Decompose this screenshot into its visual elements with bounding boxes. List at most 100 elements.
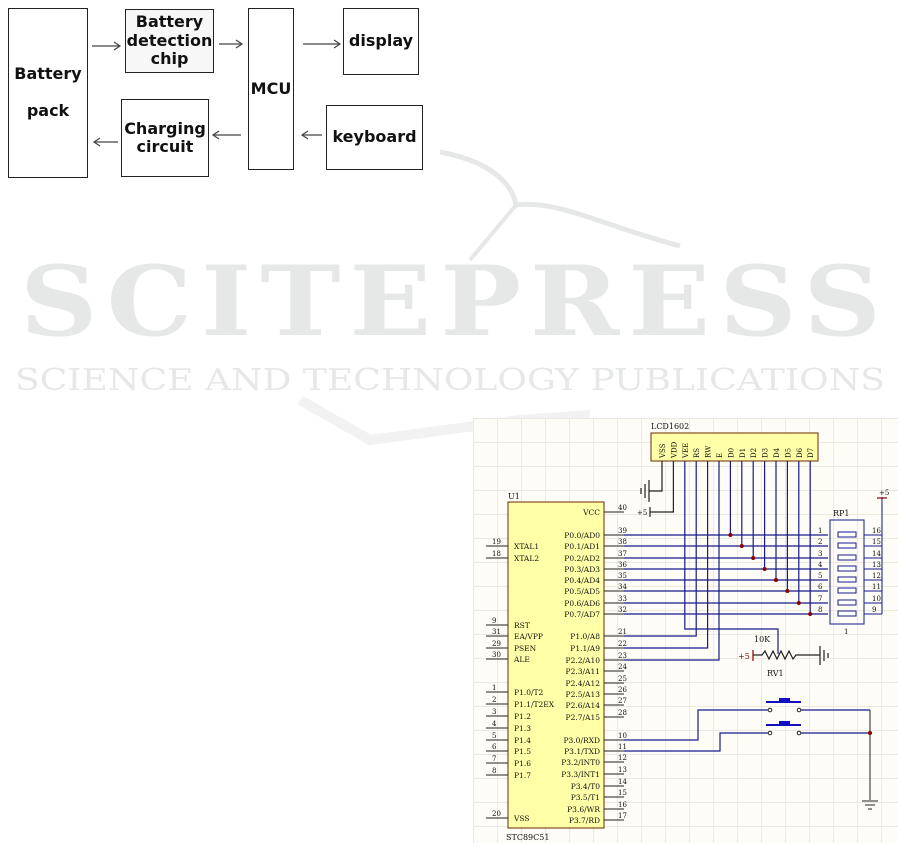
- rp1-pin-16: 16: [872, 527, 881, 535]
- mcu-pin-label-1: P1.0/T2: [514, 688, 544, 697]
- charging-label-2: circuit: [136, 137, 194, 156]
- mcu-ref-label: U1: [508, 492, 520, 501]
- mcu-pin-number-39: 39: [618, 527, 627, 535]
- junction-dot: [751, 556, 756, 560]
- arrow-mcu-to-display: [303, 39, 342, 49]
- rv1-ref-label: RV1: [767, 669, 784, 678]
- mcu-pin-label-17: P3.7/RD: [569, 816, 600, 825]
- arrow-mcu-to-charging: [211, 130, 241, 140]
- lcd-pin-label-vss: VSS: [659, 443, 667, 459]
- lcd-vss-wire: [649, 461, 663, 492]
- mcu-pin-number-28: 28: [618, 709, 627, 717]
- mcu-pin-label-12: P3.2/INT0: [561, 758, 600, 767]
- charging-label-1: Charging: [124, 118, 206, 138]
- mcu-pin-number-22: 22: [618, 640, 627, 648]
- mcu-pin-number-21: 21: [618, 628, 627, 636]
- mcu-pin-label-27: P2.6/A14: [566, 701, 601, 710]
- mcu-pin-number-32: 32: [618, 606, 627, 614]
- rp1-value-label: 1: [844, 628, 848, 636]
- mcu-pin-number-12: 12: [618, 754, 627, 762]
- rp1-pin-8: 8: [818, 606, 822, 614]
- junction-dot: [739, 544, 744, 548]
- rp1-pin-5: 5: [818, 572, 822, 580]
- display-label: display: [348, 31, 414, 51]
- rp1-resistor-element: [837, 531, 857, 538]
- plus5-label-rp1: +5: [879, 489, 889, 497]
- lcd-pin-label-vee: VEE: [682, 443, 690, 459]
- rv1-resistor-zigzag: [753, 649, 820, 661]
- keyboard-label: keyboard: [332, 127, 417, 147]
- lcd-pin-label-d0: D0: [727, 448, 735, 458]
- mcu-pin-number-5: 5: [492, 732, 496, 740]
- lcd-control-wire-rs: [624, 461, 697, 637]
- lcd-pin-label-d6: D6: [796, 447, 804, 458]
- mcu-block: MCU: [248, 8, 294, 170]
- button1-wire-left: [624, 709, 769, 741]
- mcu-pin-label-16: P3.6/WR: [567, 805, 600, 814]
- arrow-charging-to-battery: [92, 137, 118, 147]
- rp1-pin-14: 14: [872, 550, 881, 558]
- button-actuator-cap: [779, 698, 790, 703]
- detection-label-3: chip: [150, 49, 189, 69]
- mcu-pin-label-13: P3.3/INT1: [561, 770, 600, 779]
- button-contact: [767, 707, 773, 713]
- rp1-resistor-element: [837, 542, 857, 549]
- junction-dot: [774, 578, 778, 582]
- mcu-pin-label-31: EA/VPP: [514, 632, 543, 641]
- lcd-pin-label-d4: D4: [773, 447, 781, 458]
- mcu-pin-number-14: 14: [618, 778, 627, 786]
- mcu-pin-number-15: 15: [618, 789, 627, 797]
- lcd-pin-label-rw: RW: [705, 445, 713, 458]
- rp1-pin-9: 9: [872, 606, 876, 614]
- plus5-label-rv1: +5: [738, 652, 750, 661]
- lcd-pin-label-d3: D3: [762, 448, 770, 458]
- mcu-pin-number-17: 17: [618, 812, 627, 820]
- mcu-pin-number-25: 25: [618, 675, 627, 683]
- mcu-pin-number-27: 27: [618, 697, 627, 705]
- lcd-pin-label-e: E: [716, 453, 724, 458]
- rp1-resistor-element: [837, 587, 857, 594]
- junction-dot: [868, 731, 872, 735]
- mcu-pin-label-8: P1.7: [514, 771, 531, 780]
- mcu-pin-number-24: 24: [618, 663, 627, 671]
- mcu-pin-number-40: 40: [618, 504, 627, 512]
- mcu-pin-label-36: P0.3/AD3: [564, 565, 600, 574]
- lcd-pin-label-d7: D7: [807, 448, 815, 458]
- mcu-pin-number-10: 10: [618, 732, 627, 740]
- rp1-pin-1: 1: [818, 527, 822, 535]
- mcu-pin-label-18: XTAL2: [514, 554, 539, 563]
- mcu-pin-number-33: 33: [618, 595, 627, 603]
- mcu-pin-label-20: VSS: [513, 814, 530, 823]
- mcu-pin-number-19: 19: [492, 538, 501, 546]
- mcu-pin-label-26: P2.5/A13: [566, 690, 601, 699]
- button-contact: [767, 730, 773, 736]
- mcu-pin-number-13: 13: [618, 766, 627, 774]
- mcu-pin-label-25: P2.4/A12: [566, 679, 601, 688]
- rp1-pin-3: 3: [818, 550, 822, 558]
- block-arrows: [92, 39, 342, 147]
- mcu-pin-label-37: P0.2/AD2: [564, 554, 600, 563]
- rp1-pin-10: 10: [872, 595, 881, 603]
- mcu-pin-label-39: P0.0/AD0: [564, 531, 600, 540]
- mcu-pin-number-3: 3: [492, 708, 496, 716]
- lcd-pin-label-d2: D2: [750, 448, 758, 458]
- mcu-pin-label-23: P2.2/A10: [566, 656, 601, 665]
- lcd1602-body: [650, 432, 819, 462]
- mcu-pin-number-4: 4: [492, 720, 497, 728]
- mcu-pin-number-9: 9: [492, 617, 496, 625]
- mcu-pin-label-29: PSEN: [514, 644, 537, 653]
- lcd-vee-wire: [684, 461, 779, 654]
- mcu-pin-label-19: XTAL1: [514, 542, 539, 551]
- rp1-pin-6: 6: [818, 583, 823, 591]
- rp1-resistor-element: [837, 599, 857, 606]
- rp1-pin-15: 15: [872, 538, 881, 546]
- rp1-pin-7: 7: [818, 595, 822, 603]
- junction-dot: [728, 533, 733, 537]
- mcu-label: MCU: [250, 78, 292, 98]
- arrow-keyboard-to-mcu: [300, 130, 322, 140]
- watermark-swoosh: [439, 149, 681, 249]
